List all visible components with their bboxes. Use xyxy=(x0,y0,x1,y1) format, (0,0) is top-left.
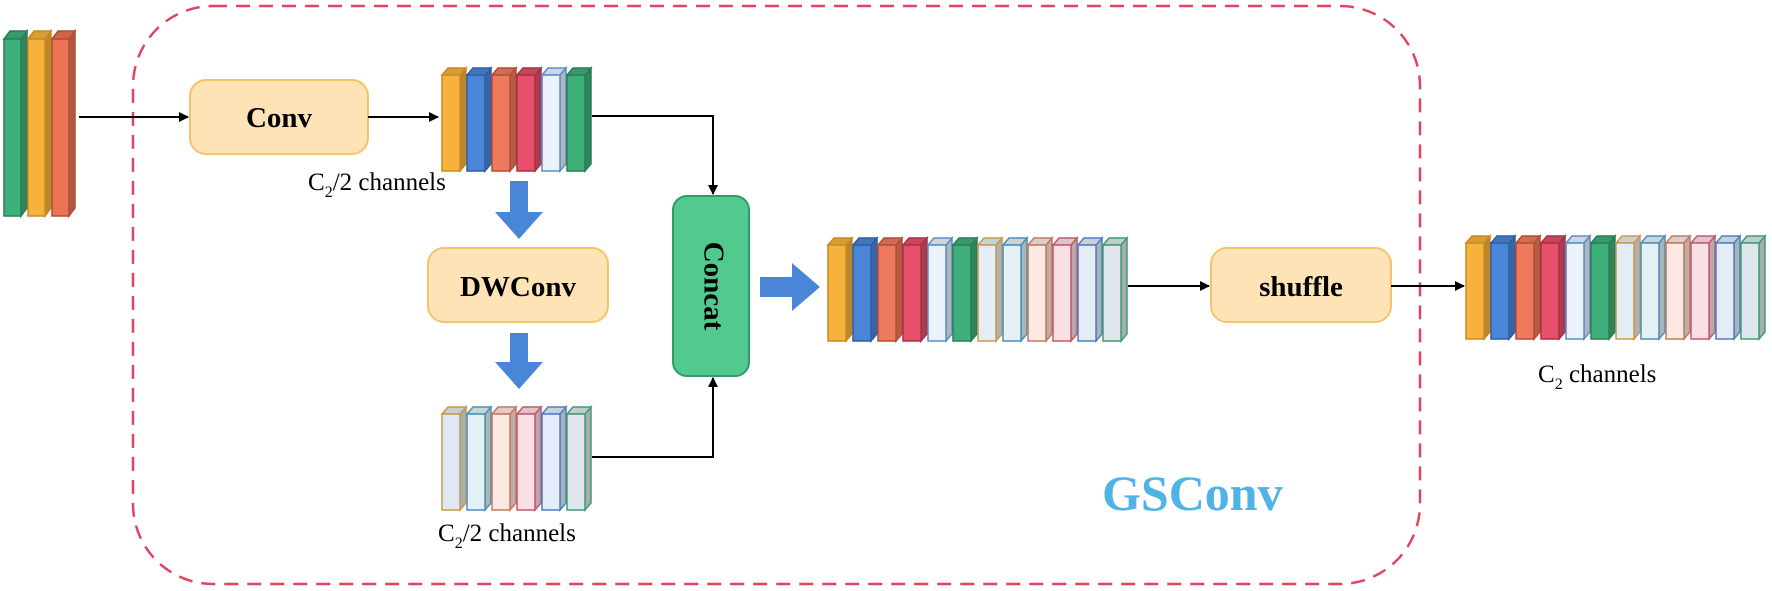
gsconv-boundary xyxy=(131,4,1422,586)
dwconv-output-stack xyxy=(440,404,593,513)
channel-slice xyxy=(465,404,493,513)
channel-slice xyxy=(465,65,493,174)
channel-slice xyxy=(565,65,593,174)
dwout-to-concat-arrow xyxy=(592,377,718,458)
conv-block: Conv xyxy=(189,79,369,155)
channel-slice xyxy=(1464,233,1492,342)
concat-output-stack xyxy=(826,235,1129,344)
input-feature-stack xyxy=(2,28,77,219)
channel-slice xyxy=(926,235,954,344)
final-output-caption: C2 channels xyxy=(1538,361,1656,393)
channel-slice xyxy=(1026,235,1054,344)
concat-label: Concat xyxy=(697,242,729,331)
dwconv-label: DWConv xyxy=(460,271,577,303)
channel-slice xyxy=(50,28,77,219)
channel-slice xyxy=(1539,233,1567,342)
channel-slice xyxy=(2,28,29,219)
dw-out-caption: C2/2 channels xyxy=(438,520,576,552)
convout-to-concat-arrow xyxy=(592,115,718,195)
conv-label: Conv xyxy=(246,102,313,134)
channel-slice xyxy=(1714,233,1742,342)
channel-slice xyxy=(515,65,543,174)
channel-slice xyxy=(1076,235,1104,344)
channel-slice xyxy=(876,235,904,344)
channel-slice xyxy=(1489,233,1517,342)
channel-slice xyxy=(565,404,593,513)
channel-slice xyxy=(851,235,879,344)
channel-slice xyxy=(1639,233,1667,342)
channel-slice xyxy=(1101,235,1129,344)
channel-slice xyxy=(440,404,468,513)
channel-slice xyxy=(540,65,568,174)
channel-slice xyxy=(1564,233,1592,342)
gsconv-title: GSConv xyxy=(1102,465,1283,521)
conv-out-caption: C2/2 channels xyxy=(308,169,446,201)
channel-slice xyxy=(951,235,979,344)
channel-slice xyxy=(490,65,518,174)
channel-slice xyxy=(1689,233,1717,342)
channel-slice xyxy=(440,65,468,174)
channel-slice xyxy=(1589,233,1617,342)
channel-slice xyxy=(515,404,543,513)
down-arrow-from-dwconv-icon xyxy=(495,333,543,389)
right-arrow-from-concat-icon xyxy=(760,263,820,311)
channel-slice xyxy=(901,235,929,344)
channel-slice xyxy=(26,28,53,219)
dwconv-block: DWConv xyxy=(427,247,609,323)
channel-slice xyxy=(1614,233,1642,342)
down-arrow-to-dwconv-icon xyxy=(495,181,543,239)
channel-slice xyxy=(1739,233,1767,342)
shuffle-output-stack xyxy=(1464,233,1767,342)
channel-slice xyxy=(976,235,1004,344)
shuffle-label: shuffle xyxy=(1259,271,1343,303)
conv-output-stack xyxy=(440,65,593,174)
channel-slice xyxy=(1664,233,1692,342)
channel-slice xyxy=(1514,233,1542,342)
channel-slice xyxy=(540,404,568,513)
channel-slice xyxy=(1051,235,1079,344)
concat-block: Concat xyxy=(672,195,750,377)
channel-slice xyxy=(1001,235,1029,344)
channel-slice xyxy=(490,404,518,513)
channel-slice xyxy=(826,235,854,344)
shuffle-block: shuffle xyxy=(1210,247,1392,323)
